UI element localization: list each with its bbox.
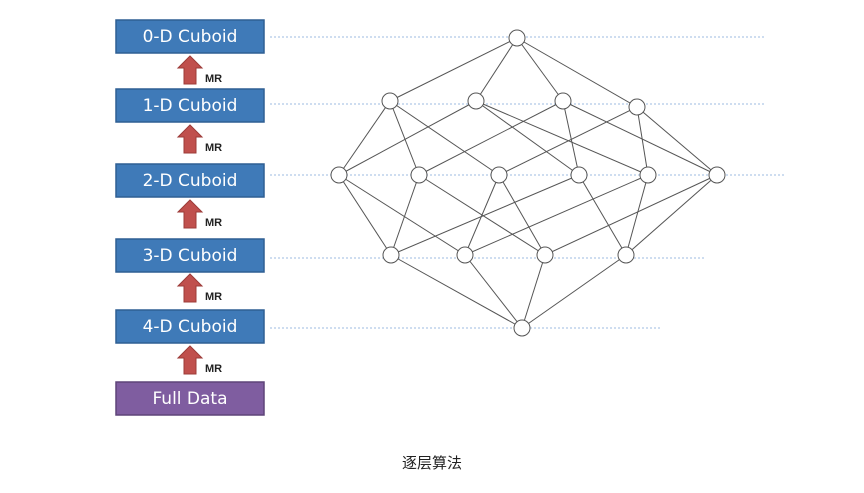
lattice-node (330, 166, 348, 184)
lattice-node (508, 29, 526, 47)
arrow-up-icon (176, 55, 204, 85)
lattice-node (570, 166, 588, 184)
lattice-edge (562, 100, 580, 176)
mr-label: MR (205, 291, 222, 303)
mr-arrow: MR (176, 55, 222, 85)
arrow-up-icon (176, 345, 204, 375)
mr-label: MR (205, 73, 222, 85)
level-label: 4-D Cuboid (143, 317, 238, 337)
arrow-up-icon (176, 199, 204, 229)
lattice-node (628, 98, 646, 116)
level-label: 0-D Cuboid (143, 27, 238, 47)
level-box-2d: 2-D Cuboid (115, 163, 265, 198)
lattice-edge (521, 254, 546, 329)
lattice-nodes (330, 29, 726, 337)
mr-label: MR (205, 363, 222, 375)
lattice-node (536, 246, 554, 264)
lattice-node (381, 92, 399, 110)
lattice-node (490, 166, 508, 184)
lattice-edge (464, 174, 500, 256)
lattice-edge (389, 100, 500, 176)
level-guide-lines (270, 36, 785, 329)
mr-label: MR (205, 142, 222, 154)
lattice-edge (389, 37, 518, 102)
lattice-edge (390, 174, 580, 256)
lattice-edge (475, 37, 518, 102)
lattice-node (513, 319, 531, 337)
lattice-node (708, 166, 726, 184)
lattice-edge (464, 174, 649, 256)
level-label: Full Data (152, 389, 227, 409)
lattice-edge (390, 174, 420, 256)
lattice-edge (338, 100, 477, 176)
lattice-edge (498, 174, 546, 256)
level-box-1d: 1-D Cuboid (115, 88, 265, 123)
lattice-edge (390, 254, 523, 329)
arrow-up-icon (176, 273, 204, 303)
lattice-node (456, 246, 474, 264)
mr-arrow: MR (176, 345, 222, 375)
lattice-edge (475, 100, 580, 176)
lattice-node (382, 246, 400, 264)
lattice-node (467, 92, 485, 110)
lattice-node (639, 166, 657, 184)
level-label: 2-D Cuboid (143, 171, 238, 191)
lattice-edge (516, 37, 638, 108)
level-box-4d: 4-D Cuboid (115, 309, 265, 344)
lattice-edge (625, 174, 718, 256)
lattice-edge (338, 174, 466, 256)
mr-arrow: MR (176, 124, 222, 154)
level-label: 3-D Cuboid (143, 246, 238, 266)
lattice-edge (516, 37, 564, 102)
lattice-node (617, 246, 635, 264)
lattice-edge (636, 106, 649, 176)
arrow-up-icon (176, 124, 204, 154)
lattice-edge (338, 100, 391, 176)
figure-caption: 逐层算法 (401, 455, 462, 472)
mr-label: MR (205, 217, 222, 229)
mr-arrow: MR (176, 199, 222, 229)
lattice-edge (544, 174, 718, 256)
lattice-edge (389, 100, 420, 176)
level-box-3d: 3-D Cuboid (115, 238, 265, 273)
lattice-edge (636, 106, 718, 176)
lattice-edge (521, 254, 627, 329)
lattice-edge (338, 174, 392, 256)
lattice-edge (498, 106, 638, 176)
lattice-edges (338, 37, 718, 329)
lattice-node (554, 92, 572, 110)
level-box-full-data: Full Data (115, 381, 265, 416)
lattice-edge (475, 100, 649, 176)
lattice-edge (562, 100, 718, 176)
lattice-edge (418, 100, 564, 176)
lattice-edge (464, 254, 523, 329)
lattice-edge (625, 174, 649, 256)
mr-arrow: MR (176, 273, 222, 303)
level-box-0d: 0-D Cuboid (115, 19, 265, 54)
lattice-node (410, 166, 428, 184)
level-label: 1-D Cuboid (143, 96, 238, 116)
lattice-edge (578, 174, 627, 256)
